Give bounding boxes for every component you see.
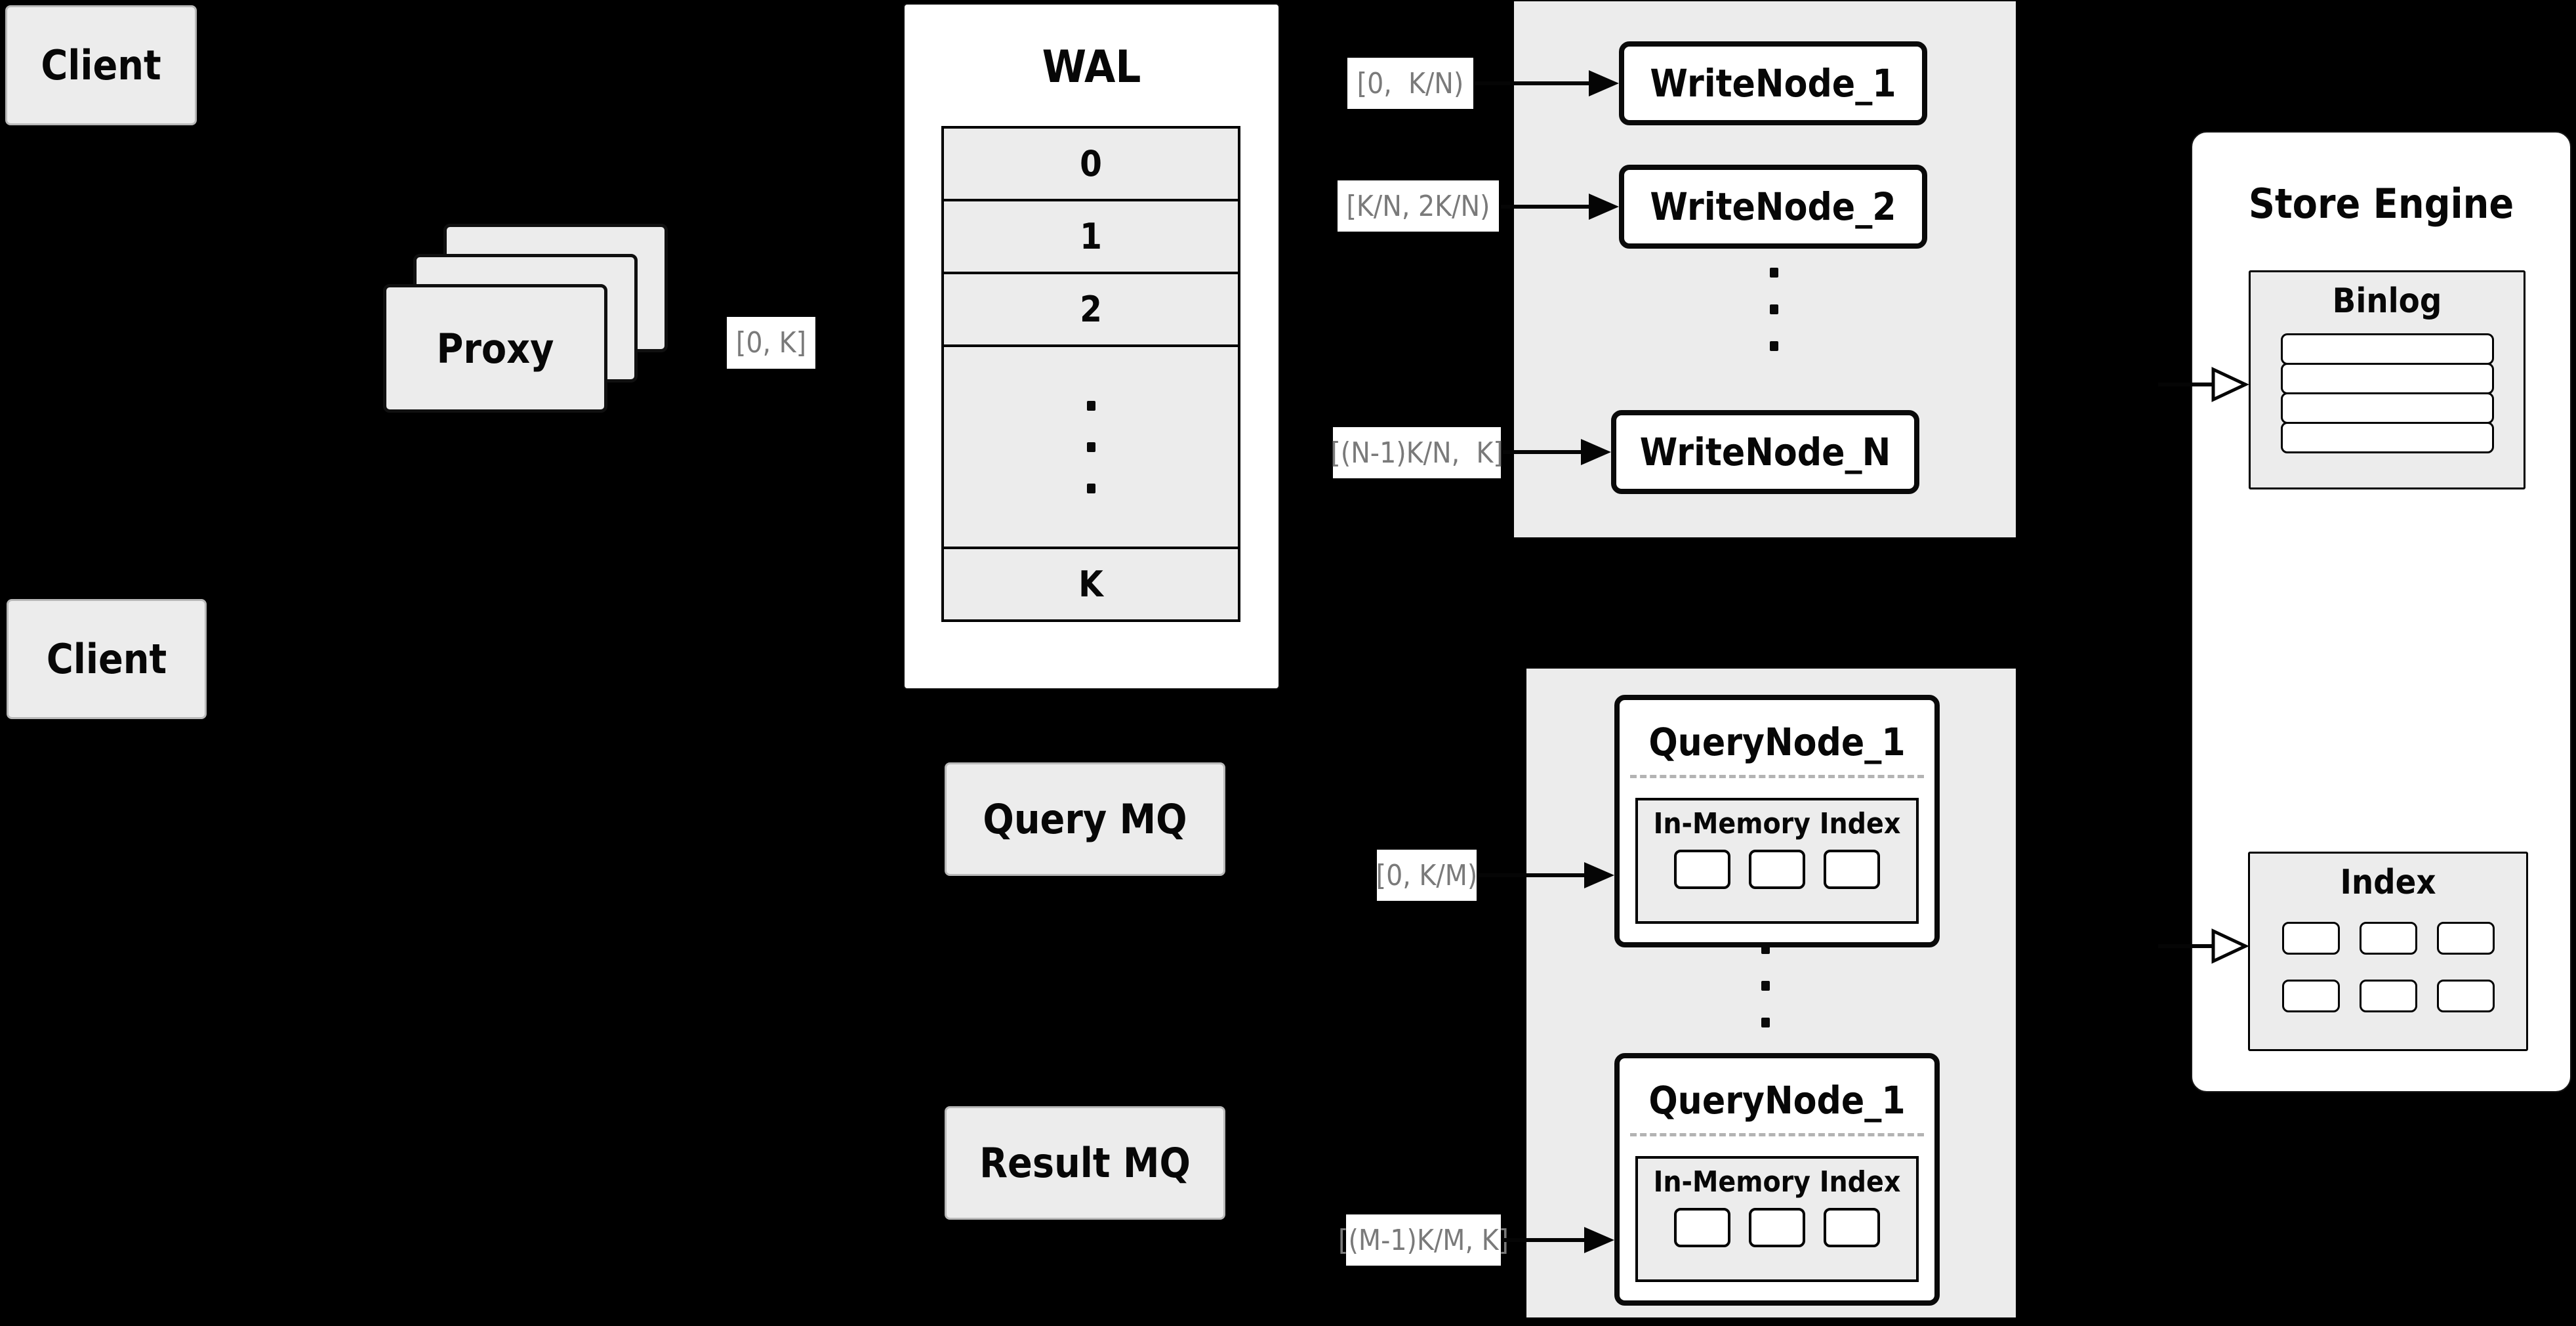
- binlog-rows: [2280, 333, 2494, 453]
- wal-row-2: 2: [941, 272, 1240, 347]
- query-node-bottom-label: QueryNode_1: [1648, 1078, 1906, 1123]
- wal-panel: WAL 0 1 2 K: [903, 3, 1280, 690]
- dashed-divider: [1630, 775, 1924, 778]
- in-memory-index-label: In-Memory Index: [1653, 807, 1901, 840]
- index-cell: [2281, 922, 2340, 955]
- dashed-divider: [1630, 1133, 1924, 1136]
- write-node-1-label: WriteNode_1: [1650, 61, 1896, 106]
- binlog-title: Binlog: [2332, 281, 2442, 321]
- client-box-bottom: Client: [7, 599, 207, 719]
- range-label-write-2: [K/N, 2K/N): [1338, 180, 1499, 232]
- write-node-2-label: WriteNode_2: [1650, 184, 1896, 229]
- result-mq-label: Result MQ: [979, 1139, 1191, 1187]
- binlog-row: [2280, 363, 2494, 394]
- index-cell: [2436, 980, 2495, 1012]
- segment-cells: [1674, 1208, 1880, 1247]
- index-title: Index: [2340, 863, 2436, 902]
- range-label-write-n: [(N-1)K/N, K]: [1330, 427, 1503, 478]
- segment-cell: [1824, 1208, 1880, 1247]
- binlog-row: [2280, 422, 2494, 453]
- index-cell: [2359, 922, 2417, 955]
- vertical-ellipsis-icon: [1086, 400, 1095, 493]
- range-label-proxy: [0, K]: [727, 317, 815, 369]
- proxy-card-front: Proxy: [383, 284, 607, 413]
- wal-row-k: K: [941, 547, 1240, 622]
- segment-cell: [1674, 850, 1730, 889]
- query-mq-label: Query MQ: [983, 795, 1187, 843]
- vertical-ellipsis-icon: [1761, 944, 1770, 1027]
- proxy-label: Proxy: [436, 324, 554, 373]
- store-engine-panel: Store Engine Binlog Index: [2191, 131, 2571, 1092]
- index-cell: [2359, 980, 2417, 1012]
- client-bottom-label: Client: [46, 635, 167, 683]
- query-nodes-panel: QueryNode_1 In-Memory Index QueryNode_1 …: [1526, 669, 2016, 1317]
- write-node-n: WriteNode_N: [1611, 410, 1919, 494]
- index-cells: [2281, 922, 2495, 1012]
- vertical-ellipsis-icon: [1770, 268, 1778, 351]
- segment-cell: [1749, 850, 1805, 889]
- wal-row-ellipsis: [941, 344, 1240, 549]
- segment-cell: [1674, 1208, 1730, 1247]
- write-node-n-label: WriteNode_N: [1639, 430, 1891, 474]
- segment-cell: [1824, 850, 1880, 889]
- client-box-top: Client: [5, 5, 197, 125]
- binlog-row: [2280, 333, 2494, 365]
- query-node-top: QueryNode_1 In-Memory Index: [1614, 695, 1940, 947]
- result-mq-box: Result MQ: [945, 1106, 1225, 1220]
- query-node-top-label: QueryNode_1: [1648, 720, 1906, 764]
- query-node-bottom: QueryNode_1 In-Memory Index: [1614, 1053, 1940, 1306]
- wal-row-0: 0: [941, 126, 1240, 201]
- client-top-label: Client: [41, 41, 161, 89]
- segment-cell: [1749, 1208, 1805, 1247]
- query-mq-box: Query MQ: [945, 762, 1225, 876]
- wal-table: 0 1 2 K: [941, 126, 1240, 622]
- write-nodes-panel: WriteNode_1 WriteNode_2 WriteNode_N: [1514, 1, 2016, 537]
- in-memory-index-box: In-Memory Index: [1635, 1156, 1919, 1282]
- wal-title: WAL: [1042, 41, 1141, 93]
- binlog-box: Binlog: [2249, 270, 2525, 489]
- range-label-query-m: [(M-1)K/M, K]: [1338, 1214, 1509, 1266]
- binlog-row: [2280, 392, 2494, 424]
- store-engine-title: Store Engine: [2248, 180, 2514, 228]
- range-label-query-1: [0, K/M): [1376, 850, 1477, 901]
- write-node-1: WriteNode_1: [1619, 41, 1927, 125]
- wal-row-1: 1: [941, 199, 1240, 274]
- index-cell: [2281, 980, 2340, 1012]
- in-memory-index-box: In-Memory Index: [1635, 798, 1919, 924]
- in-memory-index-label: In-Memory Index: [1653, 1165, 1901, 1199]
- segment-cells: [1674, 850, 1880, 889]
- index-cell: [2436, 922, 2495, 955]
- index-box: Index: [2248, 852, 2528, 1051]
- write-node-2: WriteNode_2: [1619, 165, 1927, 249]
- range-label-write-1: [0, K/N): [1347, 58, 1473, 109]
